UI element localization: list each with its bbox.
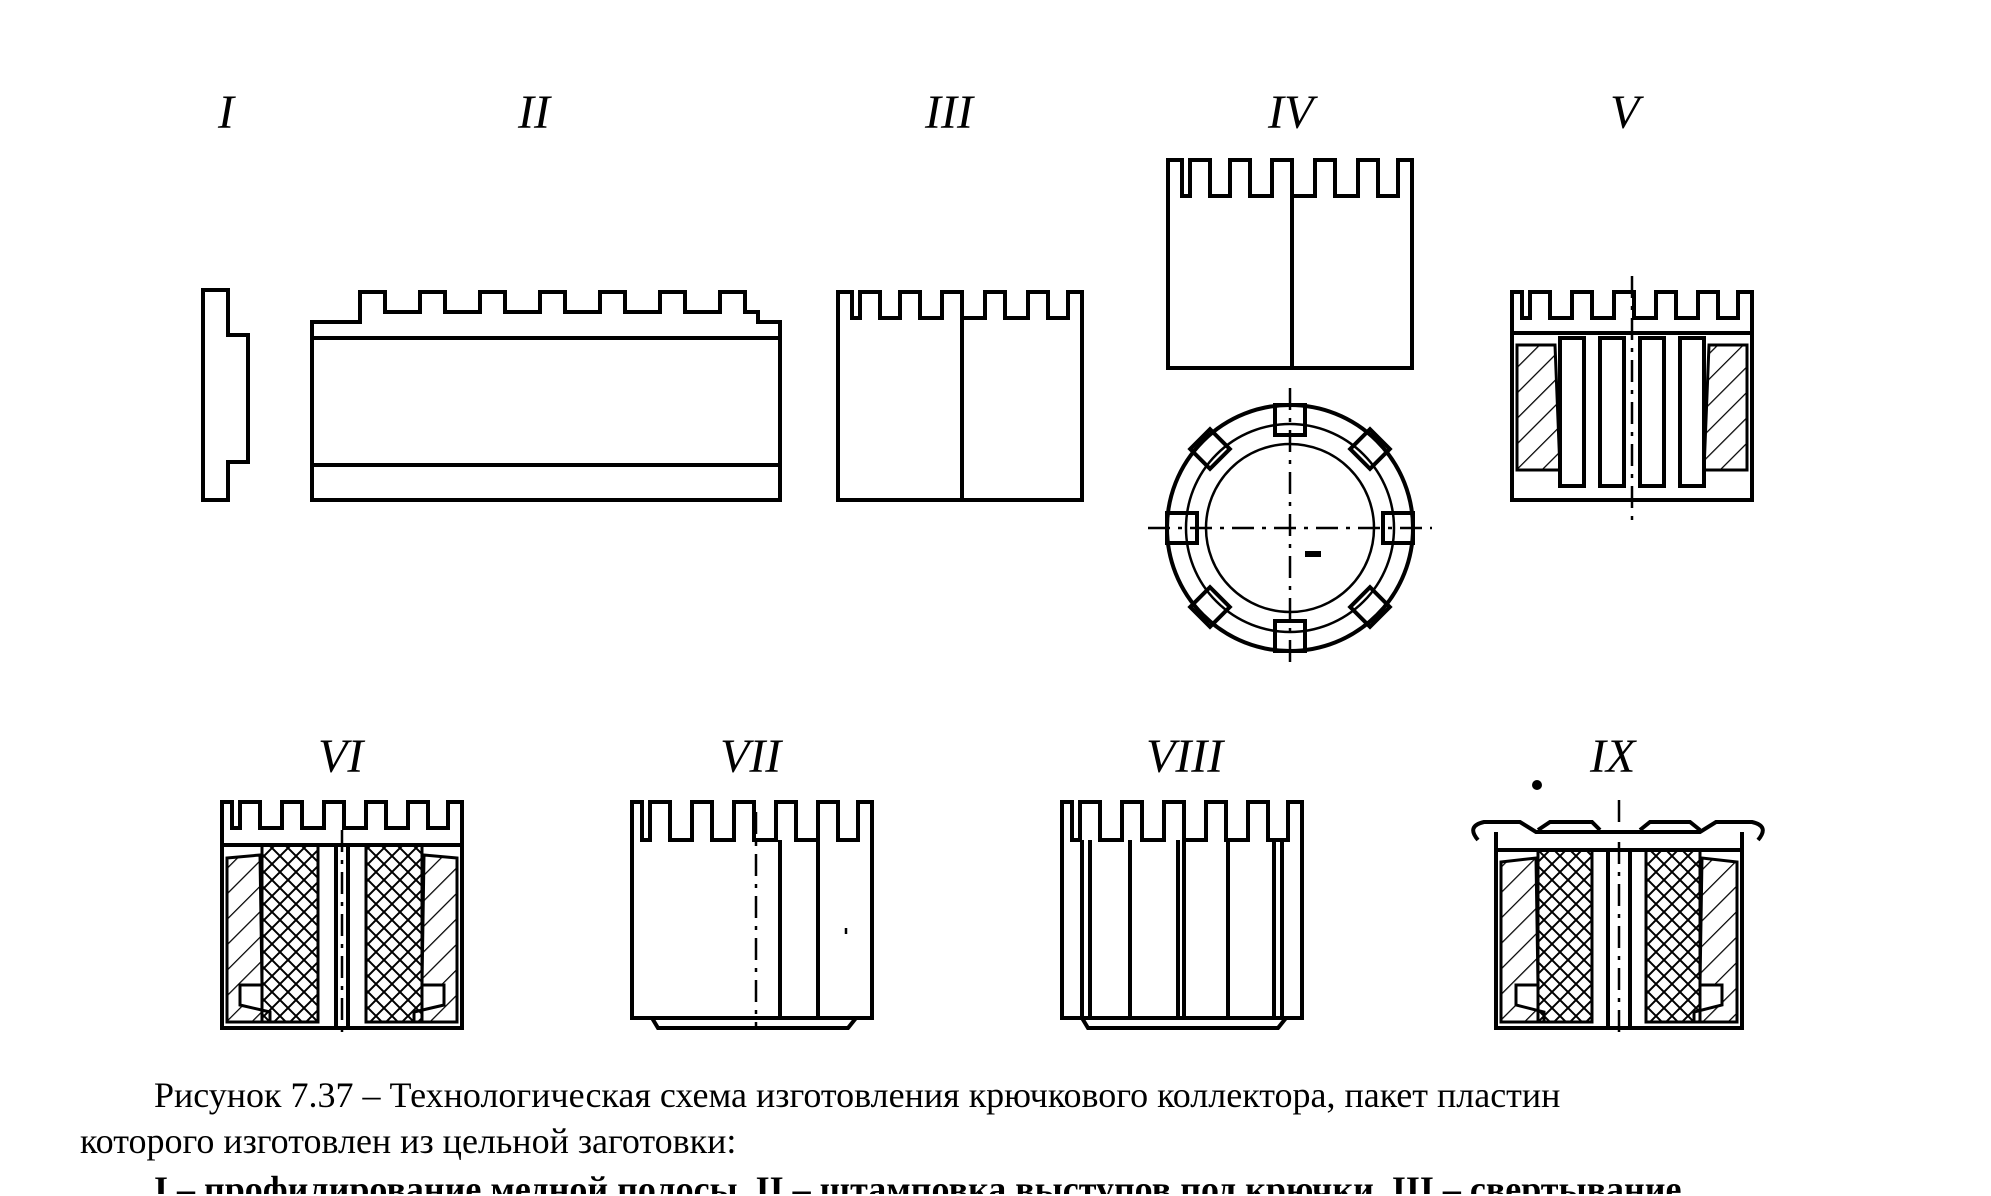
stage-9-finished-collector — [1471, 780, 1765, 1040]
caption-line-3-partial: I – профилирование медной полосы, II – ш… — [154, 1169, 1682, 1194]
stage-label-5: V — [1610, 86, 1644, 139]
stage-4-ring-top-view — [1148, 388, 1432, 668]
stage-label-8: VIII — [1146, 730, 1225, 783]
stage-7-turned-collector — [630, 800, 874, 1030]
stage-label-1: I — [217, 86, 236, 139]
stage-label-9: IX — [1589, 730, 1637, 783]
stage-6-pressed-collector — [220, 800, 464, 1040]
stage-label-6: VI — [318, 730, 365, 783]
stage-4-ring-side-view — [1166, 158, 1414, 370]
stage-label-2: II — [517, 86, 552, 139]
stage-label-4: IV — [1267, 86, 1318, 139]
caption-line-2: которого изготовлен из цельной заготовки… — [80, 1121, 737, 1161]
stage-1-profiled-strip — [201, 288, 250, 502]
caption-line-1: Рисунок 7.37 – Технологическая схема изг… — [154, 1075, 1561, 1115]
stage-3-rolled-ring — [836, 290, 1084, 502]
stage-5-ring-with-sleeve — [1510, 276, 1754, 522]
stage-label-7: VII — [720, 730, 783, 783]
stage-label-3: III — [924, 86, 975, 139]
stage-2-stamped-strip — [310, 290, 782, 502]
figure-caption: Рисунок 7.37 – Технологическая схема изг… — [80, 1072, 1900, 1194]
stage-8-slotted-collector — [1060, 800, 1304, 1030]
